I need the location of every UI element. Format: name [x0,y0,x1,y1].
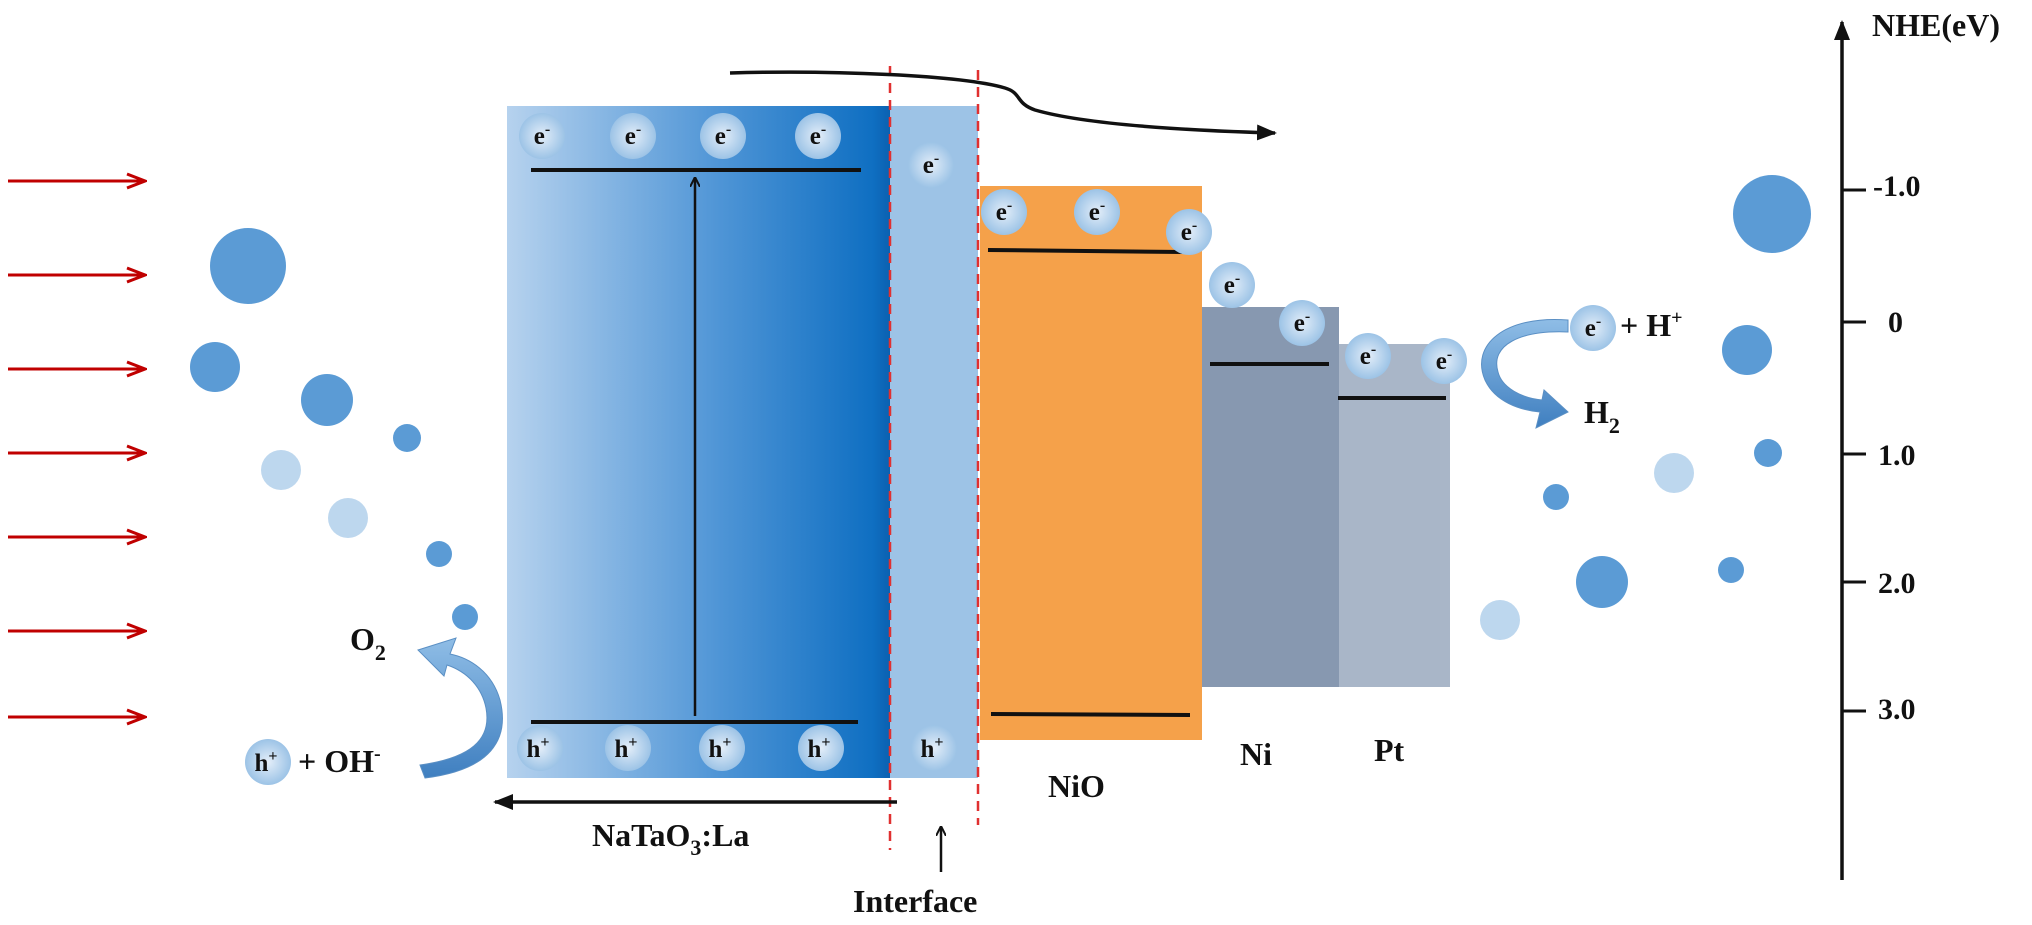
axis-tick-label: 1.0 [1878,439,1916,472]
nio-label: NiO [1048,768,1105,804]
electron-bubble: e- [908,142,954,188]
electron-bubble: e- [519,113,565,159]
svg-text:h+: h+ [614,734,637,763]
reduction-product: H2 [1584,394,1620,438]
bubble [301,374,353,426]
bubble [1733,175,1811,253]
electrons: e- e- e- e- e- e- e- e- e- e- e- e- [519,113,1467,384]
hole-bubble: h+ [517,725,563,771]
svg-text:e-: e- [923,150,939,179]
svg-text:e-: e- [1224,270,1240,299]
ni-block [1202,307,1339,687]
electron-bubble: e- [981,189,1027,235]
electron-bubble: e- [1421,338,1467,384]
interface-layer [890,106,978,778]
bubble [1718,557,1744,583]
oxidation-reaction: O2 h+ + OH- [245,621,386,785]
nio-valence-band [990,712,1191,717]
holes: h+ h+ h+ h+ h+ [517,725,957,771]
svg-text:e-: e- [534,121,550,150]
bubble [190,342,240,392]
pt-block [1339,344,1450,687]
svg-text:h+: h+ [920,734,943,763]
svg-text:e-: e- [1181,217,1197,246]
electron-bubble: e- [1074,189,1120,235]
oxidation-hole-bubble: h+ [245,739,291,785]
bubble [261,450,301,490]
axis-tick-label: -1.0 [1873,170,1921,203]
bubble [426,541,452,567]
bubble [210,228,286,304]
right-bubbles [1480,175,1811,640]
axis-tick-label: 2.0 [1878,567,1916,600]
oxidation-curved-arrow [417,637,503,779]
band-edges [531,168,1446,724]
electron-bubble: e- [795,113,841,159]
nataO3-block [507,106,892,778]
bubble [452,604,478,630]
pt-label: Pt [1374,732,1405,768]
axis-label: NHE(eV) [1872,7,2000,43]
svg-text:e-: e- [1360,341,1376,370]
nhe-axis: NHE(eV) -1.0 0 1.0 2.0 3.0 [1834,7,2000,880]
electron-bubble: e- [1209,262,1255,308]
svg-text:h+: h+ [254,748,277,777]
axis-tick-label: 0 [1888,306,1903,339]
axis-tick-label: 3.0 [1878,693,1916,726]
light-arrows [8,181,145,717]
bubble [393,424,421,452]
hole-bubble: h+ [605,725,651,771]
svg-text:h+: h+ [708,734,731,763]
electron-bubble: e- [1345,333,1391,379]
svg-text:e-: e- [1585,313,1601,342]
nio-block [980,186,1202,740]
electron-bubble: e- [610,113,656,159]
reduction-curved-arrow [1481,318,1569,429]
svg-text:e-: e- [810,121,826,150]
svg-text:h+: h+ [807,734,830,763]
hole-bubble: h+ [798,725,844,771]
nio-conduction-band [987,248,1184,254]
reduction-reaction: e- + H+ H2 [1570,305,1683,438]
bubble [328,498,368,538]
nataO3-label: NaTaO3:La [592,817,749,860]
svg-text:h+: h+ [526,734,549,763]
reduction-electron-bubble: e- [1570,305,1616,351]
svg-text:e-: e- [1294,308,1310,337]
electron-bubble: e- [700,113,746,159]
bubble [1722,325,1772,375]
electron-bubble: e- [1166,209,1212,255]
bubble [1654,453,1694,493]
svg-text:e-: e- [625,121,641,150]
left-bubbles [190,228,478,630]
interface-label: Interface [853,883,977,919]
oxidation-product: O2 [350,621,386,665]
hole-bubble: h+ [699,725,745,771]
electron-bubble: e- [1279,300,1325,346]
hole-bubble: h+ [911,725,957,771]
oxidation-reactant: + OH- [298,743,381,779]
svg-text:e-: e- [996,197,1012,226]
svg-text:e-: e- [1436,346,1452,375]
svg-text:e-: e- [715,121,731,150]
bubble [1543,484,1569,510]
bubble [1754,439,1782,467]
ni-label: Ni [1240,736,1272,772]
svg-text:e-: e- [1089,197,1105,226]
electron-flow-arrow [729,70,1277,141]
bubble [1576,556,1628,608]
bubble [1480,600,1520,640]
reduction-reactant: + H+ [1620,307,1683,343]
